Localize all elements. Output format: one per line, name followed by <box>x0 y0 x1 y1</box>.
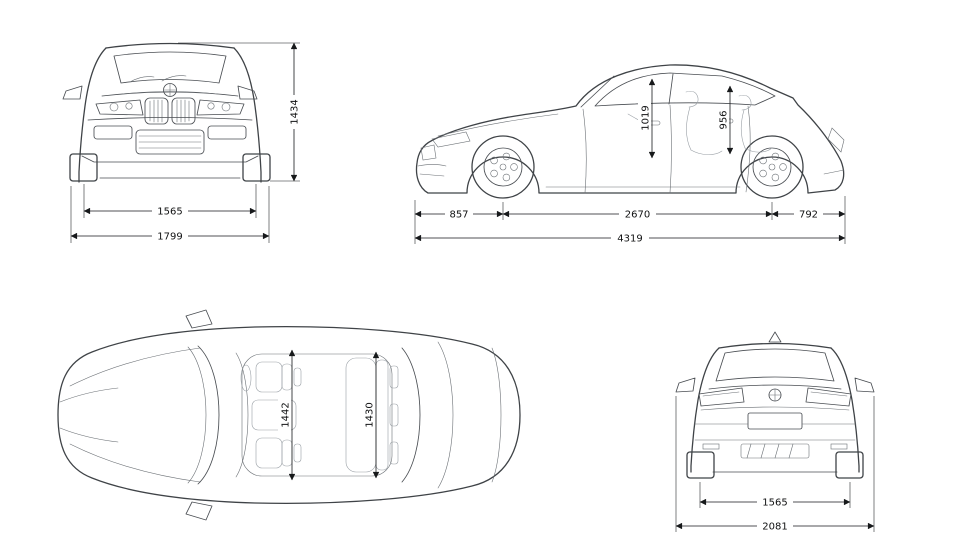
side-view-drawing: 1019 956 857 2670 792 4319 <box>414 64 846 245</box>
side-length-value: 4319 <box>617 234 642 245</box>
side-wheelbase-value: 2670 <box>625 210 650 221</box>
top-right-mirror <box>185 501 213 521</box>
front-track-value: 1565 <box>157 207 182 218</box>
rear-car-outline <box>675 331 875 479</box>
front-height-label: 1434 <box>287 95 301 129</box>
side-front-overhang-value: 857 <box>449 210 468 221</box>
rear-track-value: 1565 <box>762 498 787 509</box>
top-rear-width-value: 1430 <box>365 402 376 427</box>
side-interior-front-label: 1019 <box>638 101 652 135</box>
side-rear-overhang-value: 792 <box>799 210 818 221</box>
rear-left-mirror <box>675 377 696 393</box>
front-view-drawing: 1434 1565 1799 <box>62 42 301 243</box>
top-dimensions: 1442 1430 <box>278 349 380 481</box>
top-front-width-value: 1442 <box>281 402 292 427</box>
roof-antenna-icon <box>768 331 782 343</box>
front-height-value: 1434 <box>290 99 301 124</box>
side-interior-rear-label: 956 <box>716 105 730 135</box>
rear-mirror-width-value: 2081 <box>762 522 787 533</box>
license-plate <box>747 412 803 430</box>
top-view-drawing: 1442 1430 <box>57 309 521 521</box>
side-interior-rear-value: 956 <box>719 110 730 129</box>
right-mirror <box>237 85 258 100</box>
rear-dimensions: 1565 2081 <box>675 396 875 533</box>
top-rear-width-label: 1430 <box>362 398 376 432</box>
front-car-outline <box>62 42 271 183</box>
side-car-outline <box>415 64 845 199</box>
left-mirror <box>62 85 83 100</box>
top-car-outline <box>57 309 521 521</box>
side-dimensions: 1019 956 857 2670 792 4319 <box>414 78 846 245</box>
top-front-width-label: 1442 <box>278 398 292 432</box>
front-width-value: 1799 <box>157 232 182 243</box>
seat-outlines <box>627 90 773 155</box>
front-wheel <box>471 135 535 199</box>
front-dimensions: 1434 1565 1799 <box>70 42 301 243</box>
top-left-mirror <box>185 309 213 329</box>
rear-view-drawing: 1565 2081 <box>675 331 875 533</box>
side-interior-front-value: 1019 <box>641 105 652 130</box>
rear-right-mirror <box>854 377 875 393</box>
